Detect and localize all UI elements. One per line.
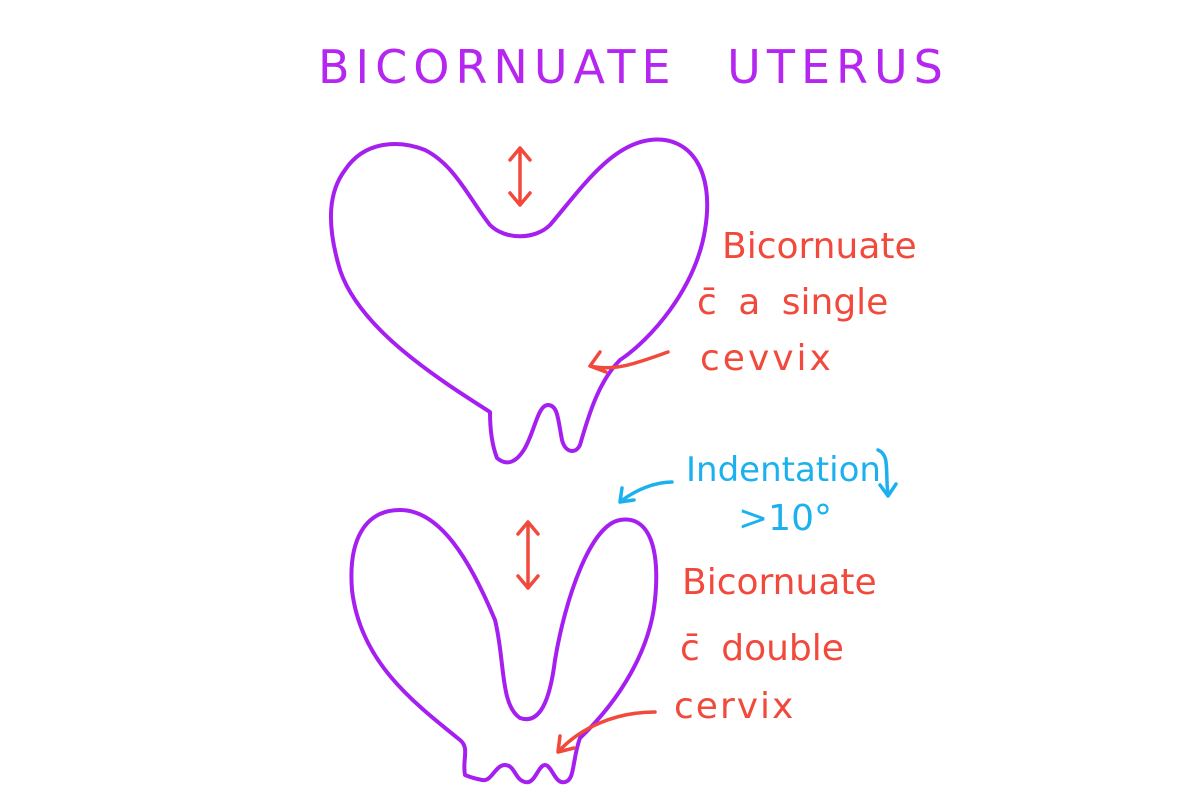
- page-title: BICORNUATE UTERUS: [318, 40, 949, 94]
- top-label-line2: c̄ a single: [697, 282, 889, 323]
- depth-arrow-bottom: [516, 520, 540, 590]
- bottom-label-line3: cervix: [674, 686, 796, 727]
- indentation-value: >10°: [738, 498, 832, 539]
- uterus-single-cervix-outline: [329, 137, 710, 465]
- hook-arrow-indentation: [876, 448, 898, 498]
- top-label-line3: cevvix: [700, 338, 834, 379]
- depth-arrow-top: [508, 146, 532, 207]
- bottom-label-line2: c̄ double: [680, 628, 844, 669]
- pointer-arrow-single-cervix: [588, 350, 670, 374]
- uterus-double-cervix-outline: [349, 508, 659, 785]
- pointer-arrow-indentation: [618, 480, 674, 504]
- indentation-label: Indentation: [686, 450, 881, 490]
- bottom-label-line1: Bicornuate: [682, 562, 877, 603]
- pointer-arrow-double-cervix: [556, 710, 657, 754]
- top-label-line1: Bicornuate: [722, 226, 917, 267]
